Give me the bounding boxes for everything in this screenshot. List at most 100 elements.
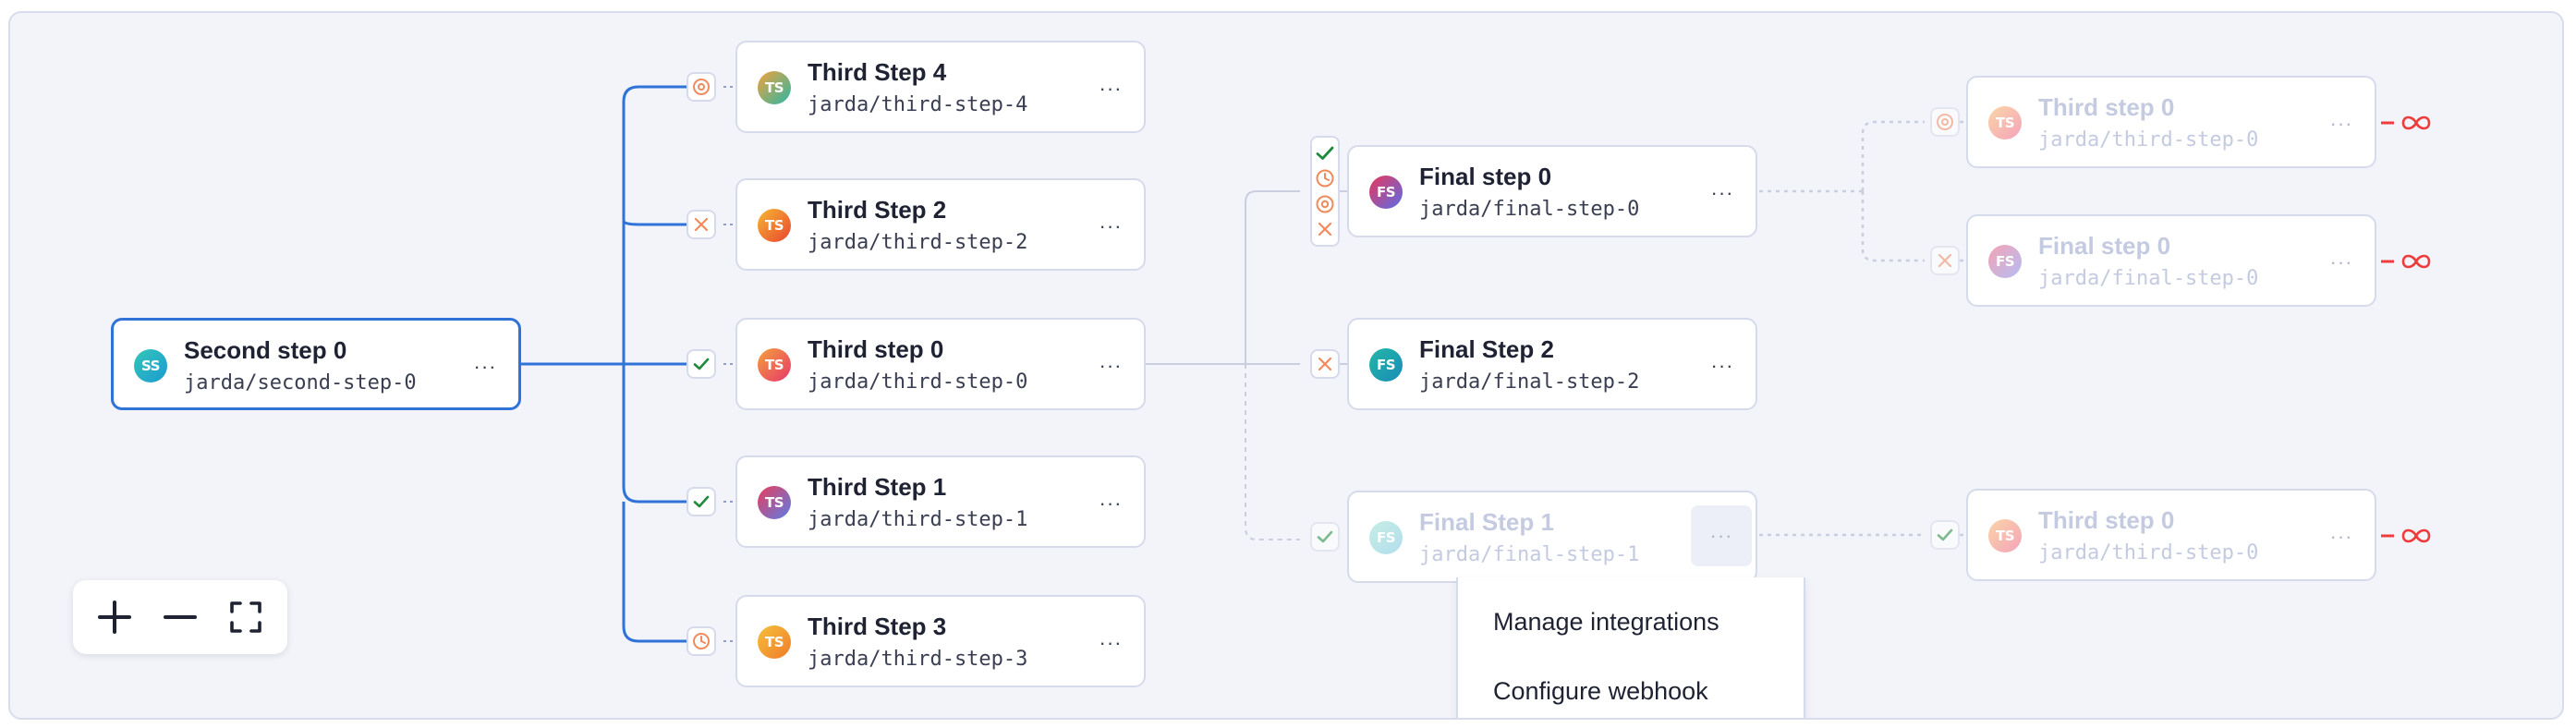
step-title: Third step 0	[808, 335, 944, 363]
step-avatar: TS	[1988, 106, 2022, 140]
step-node-third-step-1[interactable]: TS Third Step 1 jarda/third-step-1 ···	[735, 455, 1146, 548]
target-icon	[1316, 195, 1334, 213]
step-avatar: FS	[1369, 348, 1403, 382]
condition-badge-stack[interactable]	[1310, 136, 1340, 247]
condition-badge[interactable]	[1310, 522, 1340, 552]
step-node-third-step-3[interactable]: TS Third Step 3 jarda/third-step-3 ···	[735, 595, 1146, 687]
infinity-icon	[2381, 528, 2431, 543]
condition-badge[interactable]	[687, 487, 716, 516]
target-icon	[693, 79, 710, 95]
more-options-button[interactable]: ···	[1099, 491, 1123, 515]
step-node-third-step-0-loop[interactable]: TS Third step 0 jarda/third-step-0 ···	[1966, 489, 2376, 581]
step-title: Final step 0	[2038, 232, 2171, 260]
zoom-out-button[interactable]	[154, 591, 206, 643]
step-slug: jarda/third-step-3	[808, 648, 1028, 671]
step-avatar: FS	[1369, 521, 1403, 554]
condition-badge[interactable]	[687, 626, 716, 656]
more-options-button[interactable]: ···	[1691, 505, 1752, 566]
step-slug: jarda/second-step-0	[184, 371, 417, 394]
step-slug: jarda/final-step-0	[2038, 267, 2259, 290]
step-node-third-step-0[interactable]: TS Third step 0 jarda/third-step-0 ···	[735, 318, 1146, 410]
minus-icon	[163, 615, 197, 619]
more-options-button[interactable]: ···	[1099, 631, 1123, 654]
target-icon	[1937, 114, 1953, 130]
clock-icon	[693, 633, 710, 649]
step-avatar: FS	[1369, 176, 1403, 209]
context-menu: Manage integrations Configure webhook	[1456, 577, 1805, 718]
step-avatar: TS	[758, 209, 791, 242]
infinity-icon	[2381, 115, 2431, 130]
menu-item-configure-webhook[interactable]: Configure webhook	[1493, 677, 1708, 705]
fit-view-button[interactable]	[220, 591, 272, 643]
step-slug: jarda/third-step-2	[808, 231, 1028, 254]
condition-badge[interactable]	[687, 349, 716, 379]
condition-badge[interactable]	[687, 72, 716, 102]
close-icon	[694, 217, 709, 232]
workflow-edges	[521, 85, 1966, 643]
step-slug: jarda/third-step-4	[808, 93, 1028, 116]
step-title: Third Step 4	[808, 58, 947, 86]
step-avatar: TS	[758, 625, 791, 659]
step-slug: jarda/third-step-0	[2038, 128, 2259, 152]
step-node-third-step-4[interactable]: TS Third Step 4 jarda/third-step-4 ···	[735, 41, 1146, 133]
infinity-icon	[2381, 254, 2431, 269]
step-title: Final Step 1	[1419, 508, 1554, 536]
step-title: Third Step 1	[808, 473, 947, 501]
condition-badge[interactable]	[687, 210, 716, 239]
menu-item-manage-integrations[interactable]: Manage integrations	[1493, 608, 1719, 636]
step-title: Third step 0	[2038, 506, 2175, 534]
check-icon	[693, 495, 710, 508]
close-icon	[1938, 253, 1952, 268]
step-node-final-step-0[interactable]: FS Final step 0 jarda/final-step-0 ···	[1347, 145, 1757, 237]
clock-icon	[1316, 169, 1334, 188]
step-node-final-step-0-loop[interactable]: FS Final step 0 jarda/final-step-0 ···	[1966, 214, 2376, 307]
more-options-button[interactable]: ···	[2329, 112, 2353, 135]
more-options-button[interactable]: ···	[473, 355, 497, 378]
zoom-controls	[73, 580, 287, 654]
step-slug: jarda/third-step-0	[2038, 541, 2259, 564]
more-options-button[interactable]: ···	[1710, 181, 1734, 204]
step-slug: jarda/final-step-2	[1419, 370, 1640, 394]
more-options-button[interactable]: ···	[2329, 525, 2353, 548]
fullscreen-icon	[229, 601, 261, 633]
more-options-button[interactable]: ···	[1099, 77, 1123, 100]
check-icon	[1317, 530, 1333, 543]
step-node-final-step-1[interactable]: FS Final Step 1 jarda/final-step-1 ···	[1347, 491, 1757, 583]
step-avatar: SS	[134, 349, 167, 382]
step-avatar: TS	[1988, 519, 2022, 552]
step-slug: jarda/final-step-1	[1419, 543, 1640, 566]
step-avatar: TS	[758, 348, 791, 382]
zoom-in-button[interactable]	[89, 591, 140, 643]
plus-icon	[98, 601, 132, 634]
workflow-canvas[interactable]: SS Second step 0 jarda/second-step-0 ···…	[8, 11, 2564, 720]
condition-badge[interactable]	[1930, 520, 1960, 550]
step-avatar: FS	[1988, 245, 2022, 278]
condition-badge[interactable]	[1310, 349, 1340, 379]
step-title: Final step 0	[1419, 163, 1552, 190]
check-icon	[1937, 528, 1953, 541]
condition-badge[interactable]	[1930, 246, 1960, 275]
more-options-button[interactable]: ···	[1099, 354, 1123, 377]
step-slug: jarda/final-step-0	[1419, 198, 1640, 221]
step-slug: jarda/third-step-0	[808, 370, 1028, 394]
close-icon	[1318, 357, 1332, 371]
step-title: Third Step 2	[808, 196, 947, 224]
more-options-button[interactable]: ···	[1710, 354, 1734, 377]
step-node-third-step-0-loop[interactable]: TS Third step 0 jarda/third-step-0 ···	[1966, 76, 2376, 168]
step-node-third-step-2[interactable]: TS Third Step 2 jarda/third-step-2 ···	[735, 178, 1146, 271]
step-avatar: TS	[758, 486, 791, 519]
step-avatar: TS	[758, 71, 791, 104]
more-options-button[interactable]: ···	[2329, 250, 2353, 273]
check-icon	[1316, 146, 1334, 160]
condition-badge[interactable]	[1930, 107, 1960, 137]
step-title: Final Step 2	[1419, 335, 1554, 363]
step-node-final-step-2[interactable]: FS Final Step 2 jarda/final-step-2 ···	[1347, 318, 1757, 410]
step-title: Third Step 3	[808, 613, 947, 640]
step-slug: jarda/third-step-1	[808, 508, 1028, 531]
check-icon	[693, 358, 710, 370]
step-title: Third step 0	[2038, 93, 2175, 121]
close-icon	[1318, 223, 1332, 237]
more-options-button[interactable]: ···	[1099, 214, 1123, 237]
step-node-second-step-0[interactable]: SS Second step 0 jarda/second-step-0 ···	[111, 318, 521, 410]
step-title: Second step 0	[184, 336, 347, 364]
